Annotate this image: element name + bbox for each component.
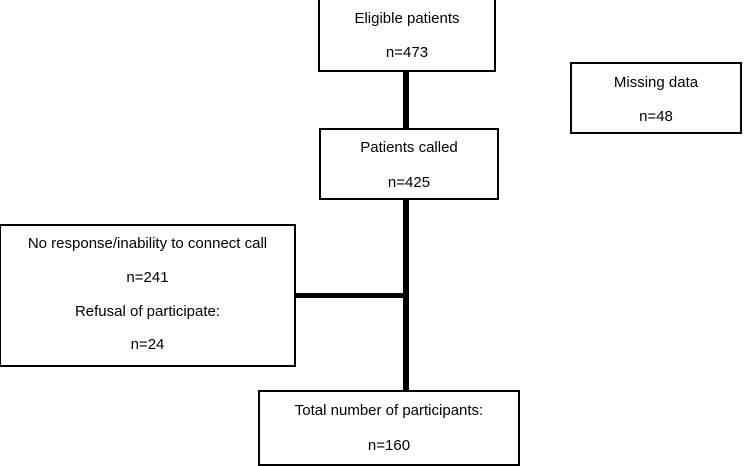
no-response-label: No response/inability to connect call — [27, 235, 268, 252]
missing-count: n=48 — [639, 108, 673, 125]
missing-data-box: Missing data n=48 — [570, 62, 742, 134]
missing-label: Missing data — [613, 74, 699, 91]
total-count: n=160 — [367, 437, 411, 454]
refusal-label: Refusal of participate: — [74, 303, 221, 320]
called-count: n=425 — [387, 174, 431, 191]
total-label: Total number of participants: — [294, 402, 484, 419]
total-participants-box: Total number of participants: n=160 — [258, 390, 520, 466]
refusal-count: n=24 — [130, 336, 165, 353]
eligible-patients-box: Eligible patients n=473 — [318, 0, 496, 72]
patients-called-box: Patients called n=425 — [319, 128, 499, 200]
connector-eligible-to-called — [403, 70, 409, 130]
called-label: Patients called — [360, 139, 458, 156]
connector-branch-to-excluded — [293, 293, 407, 298]
no-response-count: n=241 — [126, 269, 169, 286]
excluded-box: No response/inability to connect call n=… — [0, 224, 296, 367]
eligible-label: Eligible patients — [354, 10, 460, 27]
eligible-count: n=473 — [385, 44, 429, 61]
